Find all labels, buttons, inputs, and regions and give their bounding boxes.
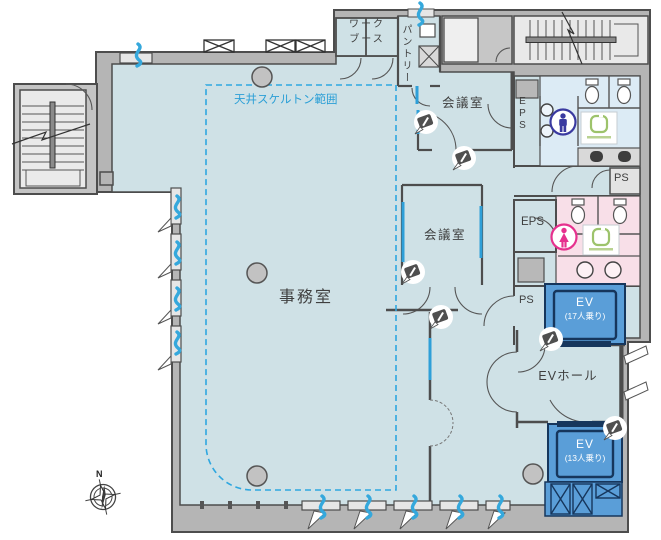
brand-sign-icon — [582, 224, 620, 256]
security-camera-icon — [401, 260, 425, 285]
window-vent-icon — [318, 494, 327, 520]
windows — [119, 1, 511, 530]
work-booth-line2: ブース — [349, 34, 385, 45]
stairwell-left — [11, 83, 114, 189]
elevator-13-label: EV (13人乗り) — [548, 437, 622, 464]
open-window-leaf — [157, 216, 507, 530]
window-vent-icons — [134, 1, 505, 520]
work-booth-line1: ワーク — [349, 19, 385, 30]
compass-icon — [85, 479, 121, 515]
office-label: 事務室 — [278, 289, 333, 306]
shaft-x-box — [550, 483, 621, 515]
compass-north-label: N — [96, 469, 103, 479]
column — [246, 465, 268, 487]
security-camera-icon — [429, 305, 453, 330]
shaft-zone — [544, 481, 623, 517]
womens-restroom-icon — [550, 223, 578, 251]
lobby-partition — [428, 312, 454, 505]
toilet-fixture-icon — [584, 78, 632, 105]
window-vent-icon — [410, 494, 419, 520]
work-booth-label: ワーク ブース — [336, 17, 398, 47]
eps-lower-label: EPS — [521, 216, 545, 228]
ps-room-upper — [591, 167, 641, 195]
urinal-icon — [590, 151, 631, 162]
service-room — [441, 15, 513, 65]
window-vent-icon — [364, 494, 373, 520]
security-camera-icon — [539, 327, 563, 352]
ceiling-skeleton-outline — [205, 84, 397, 491]
stairwell-right — [513, 11, 649, 65]
window-vent-icon — [173, 330, 182, 356]
meeting-room-lower-label: 会議室 — [423, 228, 466, 242]
louver-vents — [203, 39, 326, 53]
pantry-label: パントリー — [400, 24, 411, 84]
security-cameras — [401, 110, 627, 441]
column — [246, 262, 268, 284]
exterior-door-leaf — [623, 345, 649, 401]
window-vent-icon — [456, 494, 465, 520]
security-camera-icon — [603, 416, 627, 441]
toilet-fixture-icon — [570, 198, 628, 225]
pantry-area — [396, 8, 442, 107]
elevator-13 — [547, 421, 623, 483]
ps-lower-label: PS — [519, 294, 534, 306]
column — [522, 463, 544, 485]
basin-icon — [540, 103, 554, 117]
window-vent-icon — [173, 194, 182, 220]
brand-sign-icon — [580, 111, 618, 145]
ev2-label: EV — [575, 437, 594, 451]
eps-room — [513, 199, 557, 253]
window-vent-icon — [496, 494, 505, 520]
elevator-17-label: EV (17人乗り) — [545, 295, 625, 322]
basin-icon — [604, 261, 622, 279]
security-camera-icon — [414, 110, 438, 135]
ev-hall-label: EVホール — [538, 369, 598, 383]
ev1-capacity: (17人乗り) — [564, 311, 606, 321]
eps-upper-label: EPS — [517, 96, 528, 132]
ps-upper-label: PS — [614, 172, 629, 184]
column — [251, 66, 273, 88]
ev1-label: EV — [575, 295, 594, 309]
mens-restroom-icon — [549, 108, 577, 136]
structural-columns — [246, 66, 544, 487]
window-vent-icon — [416, 1, 425, 27]
basin-icon — [576, 261, 594, 279]
work-booths — [335, 17, 399, 80]
window-vent-icon — [173, 286, 182, 312]
security-camera-icon — [452, 146, 476, 171]
window-vent-icon — [134, 42, 143, 68]
ev2-capacity: (13人乗り) — [564, 453, 606, 463]
ceiling-skeleton-label: 天井スケルトン範囲 — [234, 94, 338, 106]
window-vent-icon — [173, 240, 182, 266]
meeting-room-upper-label: 会議室 — [441, 96, 484, 110]
